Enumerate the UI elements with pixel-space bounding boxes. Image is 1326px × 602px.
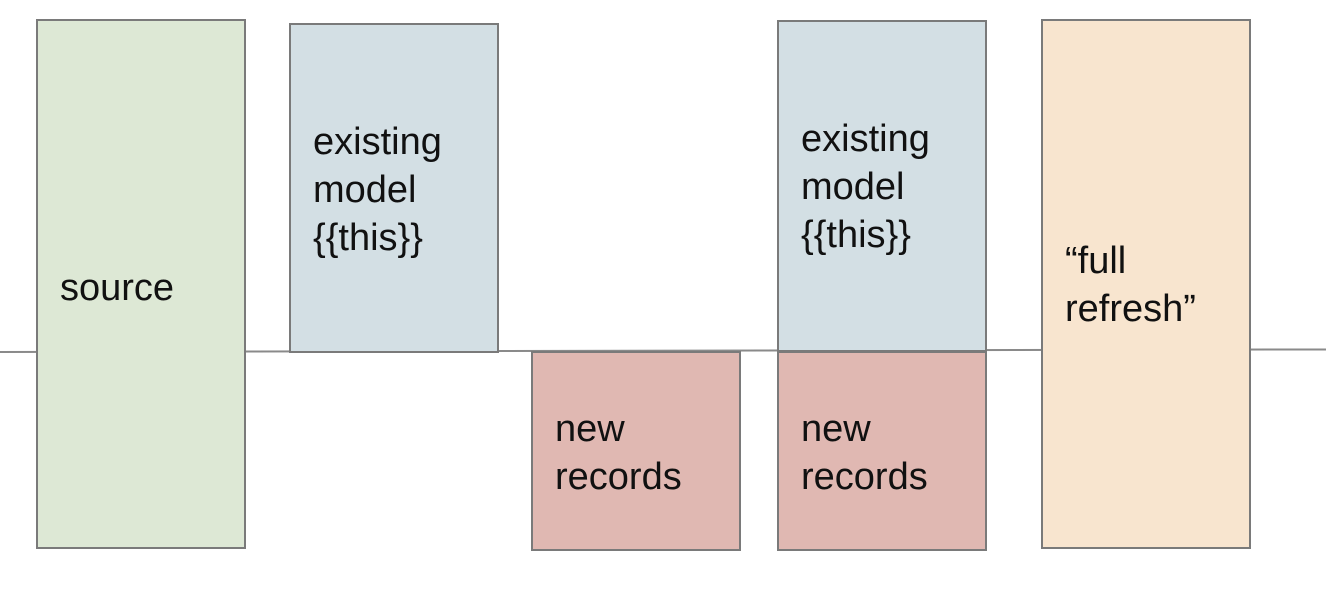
new-records-label-left: new records	[555, 408, 682, 498]
new-records-label-right: new records	[801, 408, 928, 498]
source-box: source	[36, 19, 246, 549]
source-label: source	[60, 267, 175, 309]
existing-model-box-left: existing model {{this}}	[289, 23, 499, 353]
full-refresh-box: “full refresh”	[1041, 19, 1251, 549]
existing-model-label-left: existing model {{this}}	[313, 121, 442, 259]
existing-model-label-right: existing model {{this}}	[801, 118, 930, 256]
existing-model-box-right: existing model {{this}}	[777, 20, 987, 352]
new-records-box-right: new records	[777, 351, 987, 551]
full-refresh-label: “full refresh”	[1065, 240, 1196, 330]
new-records-box-left: new records	[531, 351, 741, 551]
